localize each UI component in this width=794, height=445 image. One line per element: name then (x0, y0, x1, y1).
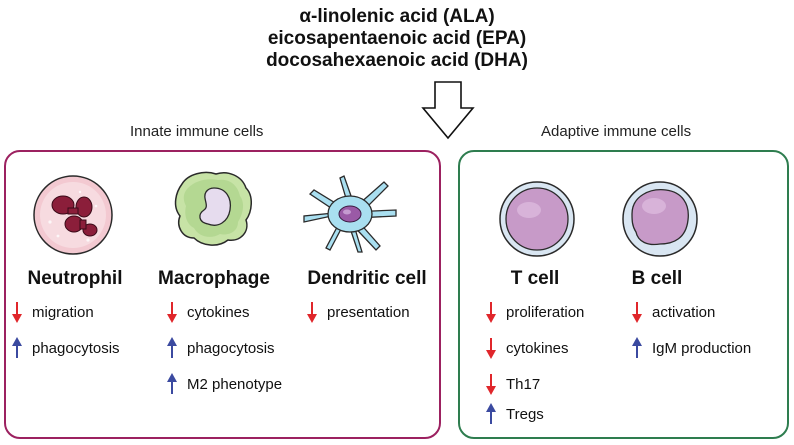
effect-label: phagocytosis (187, 339, 275, 357)
effect-label: phagocytosis (32, 339, 120, 357)
innate-label: Innate immune cells (130, 123, 264, 140)
effect-label: presentation (327, 303, 410, 321)
dendritic-cell-icon (303, 175, 397, 253)
adaptive-label: Adaptive immune cells (541, 123, 692, 140)
up-arrow-icon (167, 373, 177, 394)
cell-name-macrophage: Macrophage (158, 268, 270, 289)
down-arrow-icon (421, 81, 475, 140)
effect-label: activation (652, 303, 716, 321)
macrophage-icon (174, 171, 252, 246)
compound-epa: eicosapentaenoic acid (EPA) (267, 28, 527, 49)
up-arrow-icon (12, 337, 22, 358)
effect-row: M2 phenotype (167, 372, 282, 396)
up-arrow-icon (632, 337, 642, 358)
down-arrow-icon (167, 302, 177, 323)
down-arrow-icon (632, 302, 642, 323)
effect-label: Tregs (506, 405, 544, 423)
down-arrow-icon (486, 374, 496, 395)
effect-row: phagocytosis (167, 336, 275, 360)
effect-label: Th17 (506, 375, 541, 393)
effect-row: Th17 (486, 372, 540, 396)
effect-row: cytokines (167, 300, 250, 324)
effect-row: activation (632, 300, 715, 324)
compound-dha: docosahexaenoic acid (DHA) (266, 50, 528, 71)
effect-label: proliferation (506, 303, 585, 321)
effect-row: Tregs (486, 402, 544, 426)
cell-name-dendritic: Dendritic cell (307, 268, 427, 289)
cell-name-t-cell: T cell (510, 268, 560, 289)
down-arrow-icon (307, 302, 317, 323)
effect-row: migration (12, 300, 94, 324)
t-cell-icon (499, 181, 575, 257)
effect-label: M2 phenotype (187, 375, 283, 393)
effect-label: migration (32, 303, 94, 321)
effect-label: cytokines (187, 303, 250, 321)
effect-row: proliferation (486, 300, 584, 324)
compound-ala: α-linolenic acid (ALA) (299, 6, 495, 27)
up-arrow-icon (167, 337, 177, 358)
down-arrow-icon (12, 302, 22, 323)
cell-name-neutrophil: Neutrophil (27, 268, 123, 289)
b-cell-icon (622, 181, 698, 257)
neutrophil-icon (33, 175, 113, 255)
up-arrow-icon (486, 403, 496, 424)
cell-name-b-cell: B cell (631, 268, 683, 289)
effect-row: presentation (307, 300, 410, 324)
effect-row: phagocytosis (12, 336, 120, 360)
innate-panel (4, 150, 441, 439)
down-arrow-icon (486, 338, 496, 359)
down-arrow-icon (486, 302, 496, 323)
adaptive-panel (458, 150, 789, 439)
effect-label: IgM production (652, 339, 752, 357)
effect-row: cytokines (486, 336, 569, 360)
effect-label: cytokines (506, 339, 569, 357)
effect-row: IgM production (632, 336, 751, 360)
